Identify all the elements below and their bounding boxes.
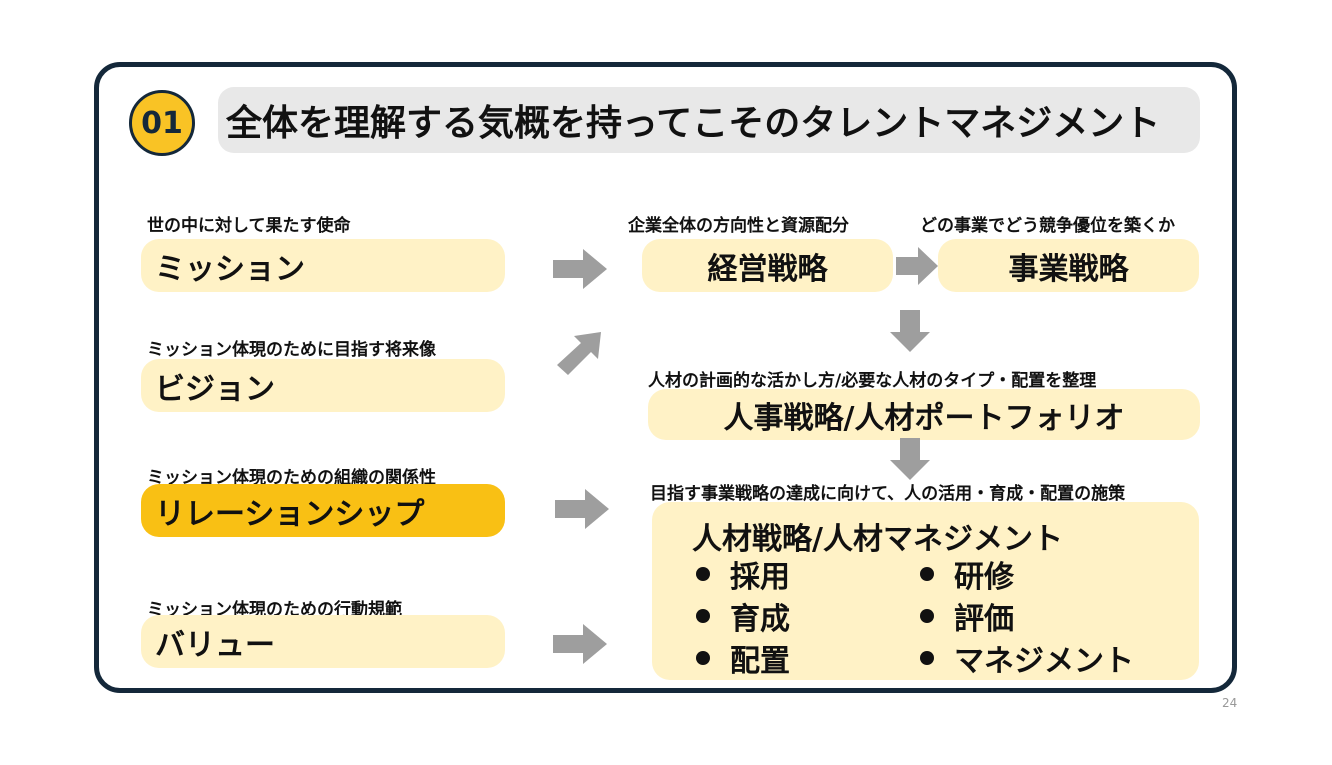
arrow-right-icon (896, 247, 938, 285)
management-strategy-box: 経営戦略 (642, 239, 893, 292)
slide-frame (94, 62, 1237, 693)
list-item: 採用 (692, 556, 916, 595)
list-item: 配置 (692, 640, 916, 679)
mission-caption: 世の中に対して果たす使命 (147, 216, 351, 236)
hr-strategy-caption: 人材の計画的な活かし方/必要な人材のタイプ・配置を整理 (648, 371, 1097, 391)
arrow-right-icon (553, 624, 607, 664)
talent-strategy-caption: 目指す事業戦略の達成に向けて、人の活用・育成・配置の施策 (650, 484, 1126, 504)
section-number-badge: 01 (129, 90, 195, 156)
list-item: 育成 (692, 598, 916, 637)
list-item: マネジメント (916, 640, 1176, 679)
talent-strategy-box: 人材戦略/人材マネジメント 採用 研修 育成 評価 配置 マネジメント (652, 502, 1199, 680)
hr-strategy-box: 人事戦略/人材ポートフォリオ (648, 389, 1200, 440)
bullet-icon (696, 567, 710, 581)
slide-title: 全体を理解する気概を持ってこそのタレントマネジメント (218, 87, 1200, 153)
vision-box: ビジョン (141, 359, 505, 412)
relationship-box: リレーションシップ (141, 484, 505, 537)
arrow-right-icon (553, 249, 607, 289)
business-strategy-caption: どの事業でどう競争優位を築くか (920, 216, 1175, 236)
list-item: 評価 (916, 598, 1176, 637)
bullet-icon (696, 651, 710, 665)
arrow-up-right-icon (557, 332, 601, 375)
mission-box: ミッション (141, 239, 505, 292)
management-strategy-caption: 企業全体の方向性と資源配分 (628, 216, 849, 236)
page-number: 24 (1222, 696, 1238, 710)
business-strategy-box: 事業戦略 (938, 239, 1199, 292)
value-box: バリュー (141, 615, 505, 668)
arrow-right-icon (555, 489, 609, 529)
bullet-icon (920, 609, 934, 623)
talent-strategy-title: 人材戦略/人材マネジメント (692, 522, 1063, 557)
vision-caption: ミッション体現のために目指す将来像 (147, 340, 436, 360)
bullet-icon (696, 609, 710, 623)
arrow-down-icon (890, 310, 930, 352)
arrow-down-icon (890, 438, 930, 480)
bullet-icon (920, 651, 934, 665)
bullet-icon (920, 567, 934, 581)
list-item: 研修 (916, 556, 1176, 595)
relationship-caption: ミッション体現のための組織の関係性 (147, 468, 436, 488)
talent-strategy-list: 採用 研修 育成 評価 配置 マネジメント (692, 556, 1176, 679)
